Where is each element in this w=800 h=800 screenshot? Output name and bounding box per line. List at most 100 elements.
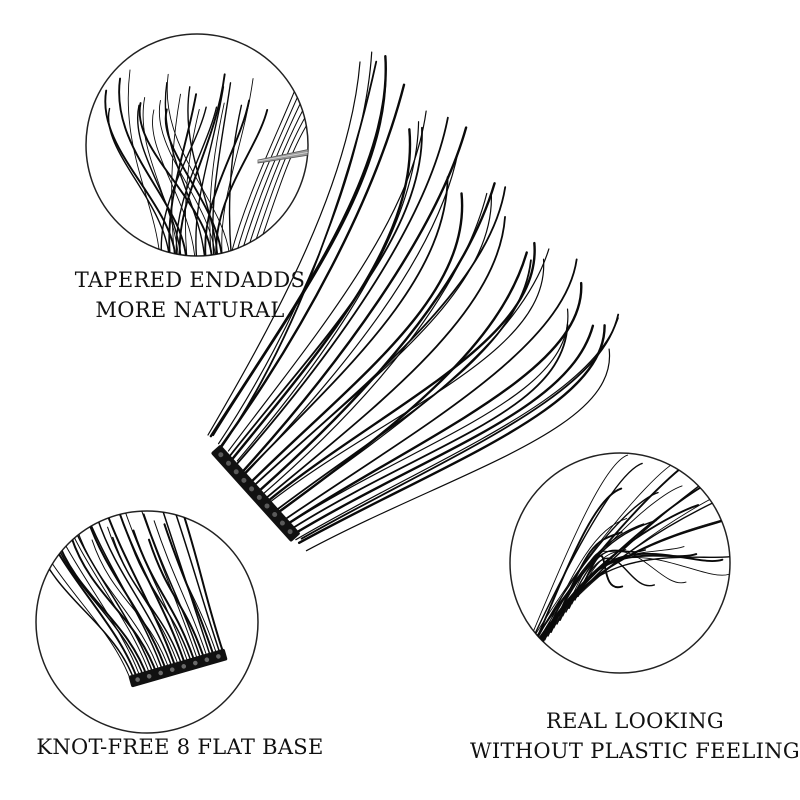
main-lash-base: [211, 445, 300, 542]
lash-strand: [184, 109, 200, 256]
lash-strand: [244, 107, 305, 256]
lash-strand: [571, 557, 730, 605]
lash-strand: [229, 89, 296, 256]
lash-strand: [142, 97, 180, 256]
lash-strand: [249, 113, 308, 256]
base-bead: [233, 469, 239, 475]
lash-strand: [138, 511, 200, 664]
lash-strand: [215, 108, 269, 256]
lash-strand: [283, 258, 578, 522]
lash-strand: [234, 95, 299, 256]
base-bead: [135, 677, 140, 682]
lash-strand: [160, 106, 207, 256]
base-bead: [287, 529, 293, 535]
lash-strand: [178, 73, 226, 256]
lash-strand: [228, 104, 243, 256]
lash-strand: [118, 77, 188, 256]
lash-strand: [305, 348, 610, 552]
lash-strand: [526, 485, 683, 665]
lash-strand: [535, 517, 628, 653]
lash-strand: [85, 516, 168, 674]
base-bead: [158, 670, 163, 676]
caption-real-line1: REAL LOOKING: [545, 709, 725, 733]
main-lash-cluster: [207, 51, 620, 552]
lash-strand: [187, 86, 219, 256]
base-bead: [218, 452, 224, 458]
base-bead: [249, 486, 255, 492]
caption-tapered-line1: TAPERED ENDADDS: [74, 268, 306, 292]
caption-tapered-line2: MORE NATURAL: [95, 298, 285, 322]
caption-knot-free: KNOT-FREE 8 FLAT BASE: [30, 732, 330, 762]
lash-strand: [580, 551, 687, 593]
lash-strand: [250, 192, 464, 484]
base-bead: [279, 520, 285, 526]
lash-strand: [54, 534, 149, 680]
lash-strand: [218, 83, 406, 449]
base-bead: [216, 654, 221, 659]
base-bead: [241, 477, 247, 483]
lash-strand: [153, 520, 209, 661]
lash-strand: [233, 116, 449, 468]
lash-strand: [292, 324, 569, 529]
base-bead: [169, 667, 175, 672]
lash-strand: [275, 248, 550, 514]
lash-strand: [143, 513, 203, 663]
lash-strand: [164, 108, 223, 256]
base-bead: [226, 460, 232, 466]
lash-strand: [104, 89, 177, 256]
tweezer-icon: [257, 147, 308, 164]
lash-strand: [229, 128, 412, 463]
lash-strand: [122, 511, 190, 667]
base-bead: [146, 673, 152, 679]
flat-base: [128, 648, 228, 688]
lash-strand: [174, 511, 222, 657]
lash-strand: [236, 121, 420, 462]
lash-strand: [212, 82, 232, 256]
base-bead: [181, 664, 187, 669]
caption-real-looking: REAL LOOKING WITHOUT PLASTIC FEELING: [465, 706, 800, 766]
lash-strand: [209, 102, 225, 256]
caption-knot-free-line1: KNOT-FREE 8 FLAT BASE: [36, 735, 324, 759]
caption-real-line2: WITHOUT PLASTIC FEELING: [470, 739, 800, 763]
lash-strand: [282, 281, 583, 528]
lash-strand: [138, 102, 213, 256]
lash-strand: [137, 104, 182, 256]
lash-strand: [175, 106, 218, 256]
lash-strand: [523, 487, 623, 669]
lash-strand: [147, 538, 206, 662]
base-bead: [256, 494, 262, 500]
lash-strand: [565, 549, 647, 613]
lash-strand: [258, 192, 488, 498]
lash-strand: [127, 69, 161, 256]
lash-strand: [242, 176, 449, 476]
caption-tapered-end: TAPERED ENDADDS MORE NATURAL: [60, 265, 320, 325]
lash-strand: [101, 511, 178, 671]
lash-strand: [132, 529, 197, 665]
lash-strand: [209, 55, 387, 438]
lash-strand: [112, 536, 184, 669]
lash-strand: [251, 186, 507, 488]
lash-strand: [239, 101, 302, 256]
lash-strand: [152, 109, 196, 256]
lash-strand: [169, 538, 219, 658]
lash-strand: [300, 313, 620, 540]
lash-strand: [239, 126, 468, 475]
base-bead: [272, 512, 278, 518]
lash-strand: [219, 60, 378, 450]
lash-strand: [204, 99, 251, 256]
detail-circle-tapered-end: [85, 33, 309, 257]
lash-strand: [290, 324, 595, 537]
base-bead: [264, 503, 270, 509]
lash-strand: [179, 511, 225, 656]
lash-strand: [266, 258, 545, 506]
base-bead: [204, 657, 210, 663]
lash-strand: [562, 549, 627, 617]
lash-strand: [96, 517, 174, 672]
lash-strand: [259, 182, 496, 491]
detail-circle-real-looking: [509, 452, 731, 674]
base-bead: [193, 660, 198, 666]
detail-circle-knot-free-base: [35, 510, 259, 734]
lash-strand: [550, 531, 623, 633]
lash-strand: [262, 216, 506, 502]
